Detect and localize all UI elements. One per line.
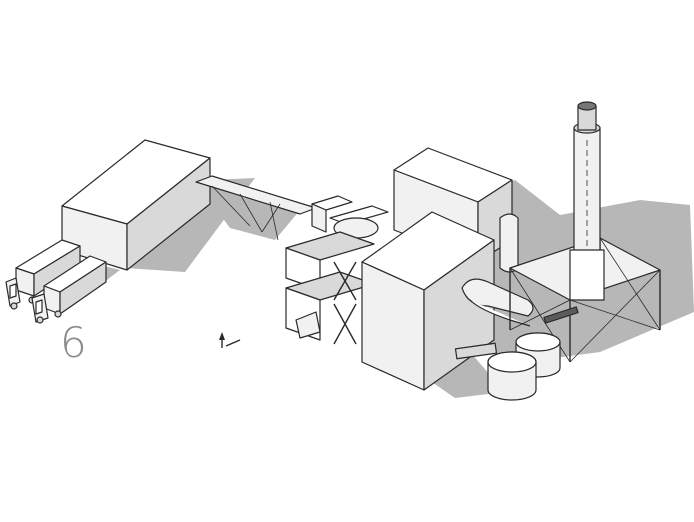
- north-arrow: [219, 332, 241, 348]
- truck-left: [5, 239, 81, 310]
- figure-label: 6: [60, 318, 87, 367]
- exhaust-duct: [454, 213, 534, 360]
- storage-tank-front: [487, 351, 537, 401]
- fuel-feed-structure: [285, 205, 389, 345]
- conveyor-bridge: [195, 175, 353, 241]
- truck-right: [31, 255, 107, 324]
- warehouse-block: [61, 139, 211, 271]
- chimney-stack: [569, 101, 605, 301]
